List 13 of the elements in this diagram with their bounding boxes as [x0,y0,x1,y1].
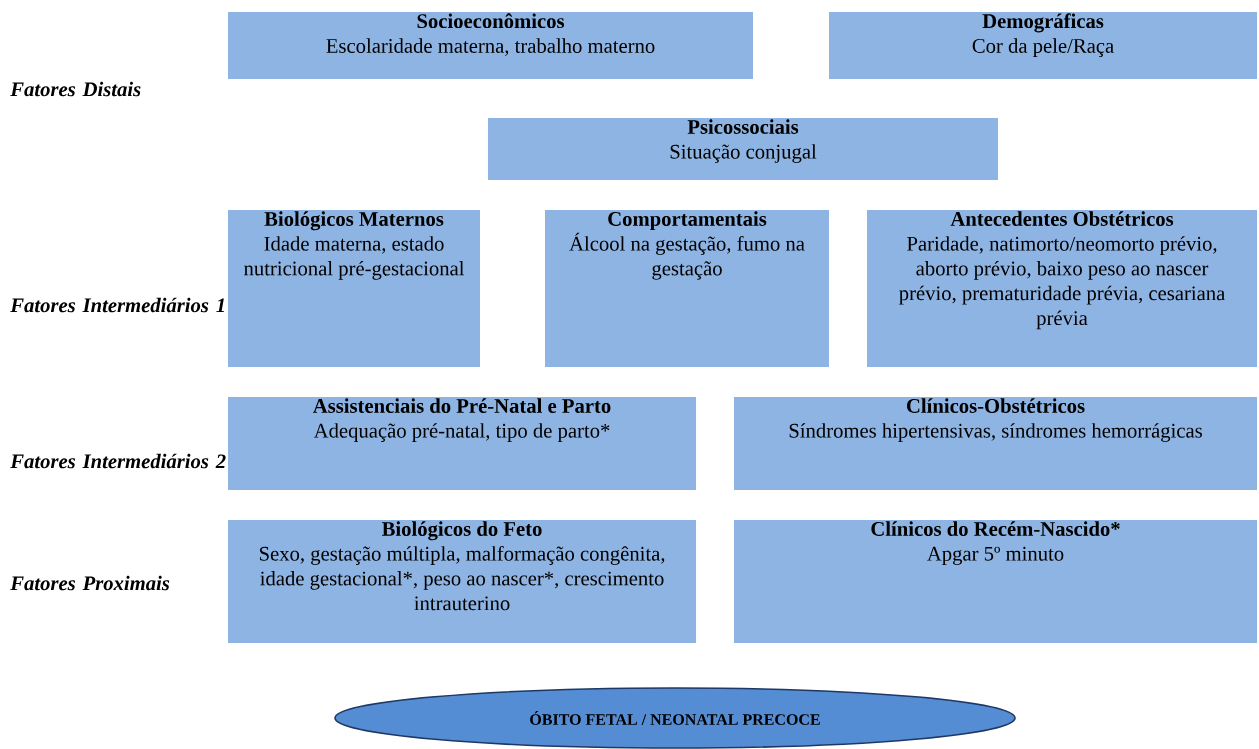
level-label: Fatores Intermediários 2 [10,453,226,469]
factor-box: Socioeconômicos Escolaridade materna, trabalho materno [228,12,753,79]
factor-box: Demográficas Cor da pele/Raça [829,12,1257,79]
factor-box: Comportamentais Álcool na gestação, fumo na gestação [545,210,829,367]
factor-box: Biológicos Maternos Idade materna, estado nutricional pré-gestacional [228,210,480,367]
factor-box: Psicossociais Situação conjugal [488,118,998,180]
level-label: Fatores Proximais [10,575,170,591]
factor-box: Biológicos do Feto Sexo, gestação múltipla, malformação congênita, idade gestacional*, peso ao nascer*, crescimento intrauterino [228,520,696,643]
factor-box: Assistenciais do Pré-Natal e Parto Adequação pré-natal, tipo de parto* [228,397,696,490]
factor-box: Clínicos do Recém-Nascido* Apgar 5º minuto [734,520,1257,643]
factor-box: Clínicos-Obstétricos Síndromes hipertensivas, síndromes hemorrágicas [734,397,1257,490]
factor-box: Antecedentes Obstétricos Paridade, natimorto/neomorto prévio, aborto prévio, baixo peso ao nascer prévio, prematuridade prévia, cesariana prévia [867,210,1257,367]
level-label: Fatores Distais [10,81,141,97]
